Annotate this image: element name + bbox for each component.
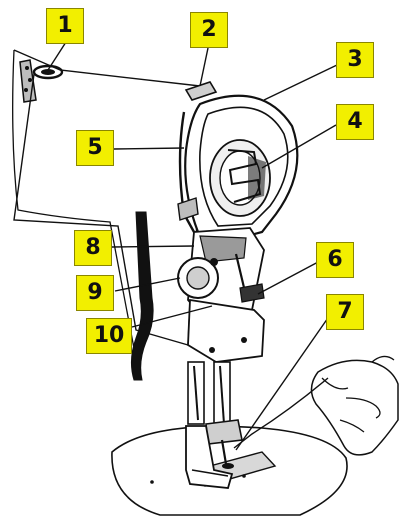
upper-thread xyxy=(13,49,201,87)
callout-7: 7 xyxy=(326,294,364,330)
callout-10: 10 xyxy=(86,318,132,354)
thread-end xyxy=(233,377,329,449)
leader-lines xyxy=(47,41,338,451)
leader-7 xyxy=(235,314,331,451)
face-plate xyxy=(187,298,265,363)
thread-tube xyxy=(130,211,154,381)
callout-4: 4 xyxy=(336,104,374,140)
leader-6 xyxy=(257,260,321,295)
callout-9: 9 xyxy=(76,275,114,311)
leader-2 xyxy=(199,47,209,87)
leader-4 xyxy=(261,124,337,169)
leader-3 xyxy=(263,64,338,101)
callout-5: 5 xyxy=(76,130,114,166)
thread-guide-pin xyxy=(239,283,265,303)
needle xyxy=(220,439,228,465)
machine-bed xyxy=(111,425,348,516)
presser-foot xyxy=(185,425,234,489)
leader-5 xyxy=(113,147,185,150)
callout-8: 8 xyxy=(74,230,112,266)
needle-clamp xyxy=(205,419,243,445)
leader-8 xyxy=(111,245,195,248)
leader-10 xyxy=(131,305,213,328)
callout-3: 3 xyxy=(336,42,374,78)
callout-1: 1 xyxy=(46,8,84,44)
callout-6: 6 xyxy=(316,242,354,278)
callout-2: 2 xyxy=(190,12,228,48)
leader-9 xyxy=(114,277,181,292)
upper-guide xyxy=(184,81,218,101)
leader-1 xyxy=(47,41,67,71)
